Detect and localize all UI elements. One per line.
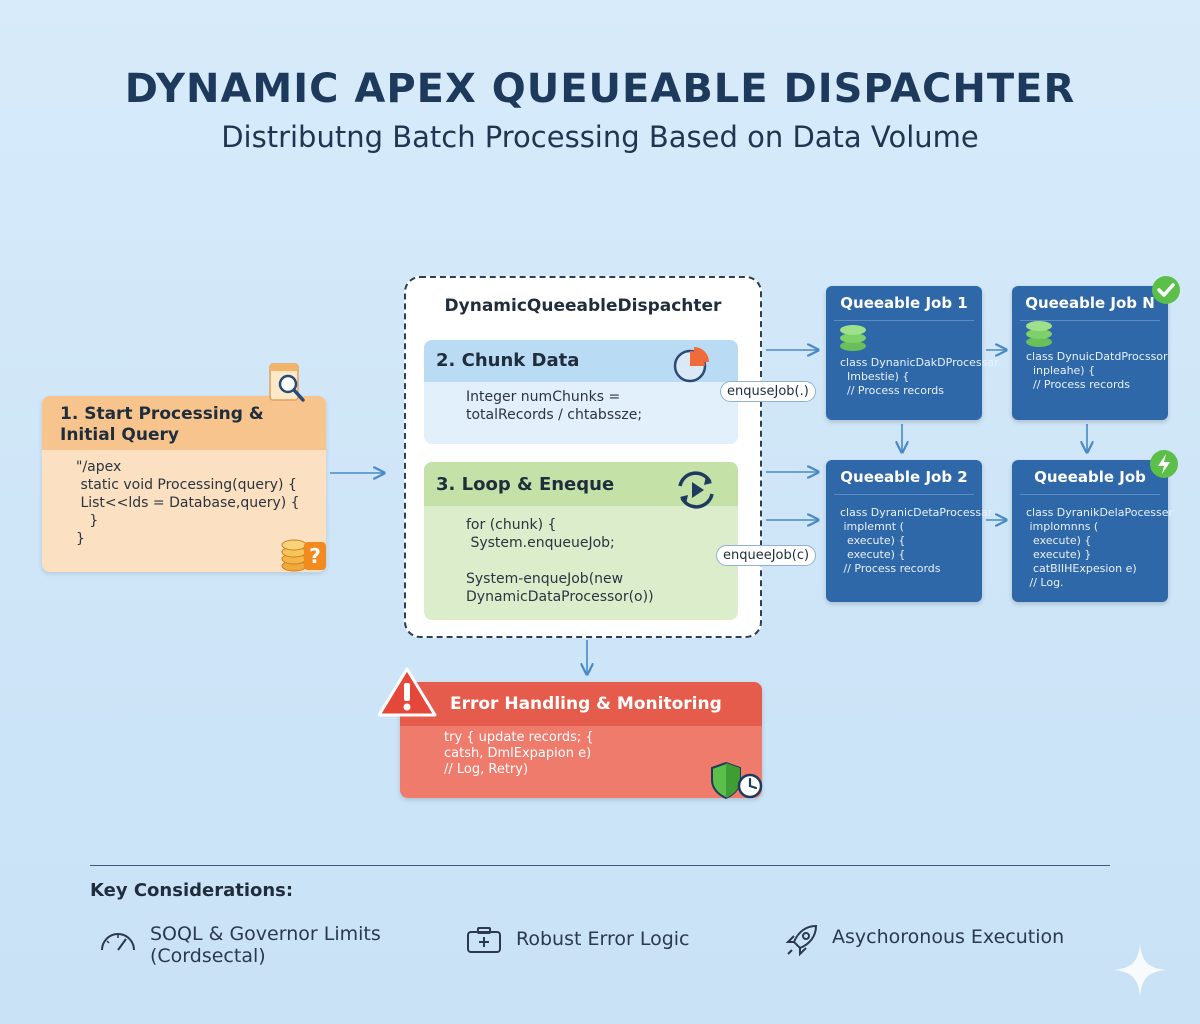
chunk-data-code: Integer numChunks = totalRecords / chtab… [466,389,643,423]
job-code: class DynuicDatdProcssor inpleahe) { // … [1026,350,1168,391]
queueable-job-n: Queeable Job N class DynuicDatdProcssor … [1012,276,1180,420]
start-processing-code: "/apex static void Processing(query) { L… [76,459,300,547]
key-item-async-execution: Asychoronous Execution [832,926,1065,948]
chunk-data-title: 2. Chunk Data [436,350,580,371]
pie-chart-icon [673,347,709,383]
page-subtitle: Distributng Batch Processing Based on Da… [221,120,979,154]
job-divider [1020,494,1160,495]
error-handling-title: Error Handling & Monitoring [450,694,722,714]
page-title: DYNAMIC APEX QUEUEABLE DISPACHTER [124,66,1076,112]
job-code: class DyranicDetaProcessar implemnt ( ex… [840,506,993,575]
database-icon [1026,321,1052,347]
rocket-icon [785,924,818,957]
loop-play-icon [678,471,714,509]
loop-enqueue-box: 3. Loop & Eneque for (chunk) { System.en… [424,462,738,620]
queueable-job-3: Queeable Job class DyranikDelaPocesser i… [1012,450,1178,602]
job-title: Queeable Job [1034,468,1146,486]
check-badge-icon [1152,276,1180,304]
queueable-job-2: Queeable Job 2 class DyranicDetaProcessa… [826,460,992,602]
speedometer-icon [101,933,135,951]
enqueue-job-label-top: enquseJob(.) [720,381,816,402]
medical-kit-icon [467,927,501,953]
dispatcher-title: DynamicQueeableDispachter [444,296,722,316]
start-processing-header [42,396,326,450]
job-divider [834,320,974,321]
job-title: Queeable Job 2 [840,468,968,486]
lightning-badge-icon [1150,450,1178,478]
warning-icon [377,667,437,717]
loop-enqueue-code: for (chunk) { System.enqueueJob; System-… [466,517,654,605]
search-document-icon [269,363,305,402]
loop-enqueue-title: 3. Loop & Eneque [436,474,615,495]
key-item-error-logic: Robust Error Logic [516,928,690,950]
sparkle-icon [1114,944,1166,996]
key-considerations-title: Key Considerations: [90,880,294,901]
job-divider [834,494,974,495]
coins-question-icon: ? [281,539,326,572]
job-code: class DynanicDakDProcessar Imbestie) { /… [840,356,999,397]
start-processing-title: 1. Start Processing & Initial Query [60,404,264,445]
start-processing-box: 1. Start Processing & Initial Query "/ap… [42,363,326,572]
error-handling-box: Error Handling & Monitoring try { update… [377,667,763,800]
chunk-data-box: 2. Chunk Data Integer numChunks = totalR… [424,340,738,444]
dispatcher-container: DynamicQueeableDispachter 2. Chunk Data … [404,276,762,638]
database-icon [840,325,866,351]
queueable-job-1: Queeable Job 1 class DynanicDakDProcessa… [826,286,999,420]
job-title: Queeable Job 1 [840,294,968,312]
job-title: Queeable Job N [1025,294,1155,312]
error-handling-header [400,682,762,726]
section-divider [90,865,1110,866]
job-divider [1020,320,1160,321]
enqueue-job-label-bottom: enqueeJob(c) [716,545,817,566]
key-item-soql-limits: SOQL & Governor Limits (Cordsectal) [150,923,381,967]
job-code: class DyranikDelaPocesser implomnns ( ex… [1026,506,1174,589]
shield-clock-icon [711,761,763,800]
error-handling-code: try { update records; { catsh, DmlExpapi… [444,730,594,777]
svg-text:?: ? [309,544,321,568]
